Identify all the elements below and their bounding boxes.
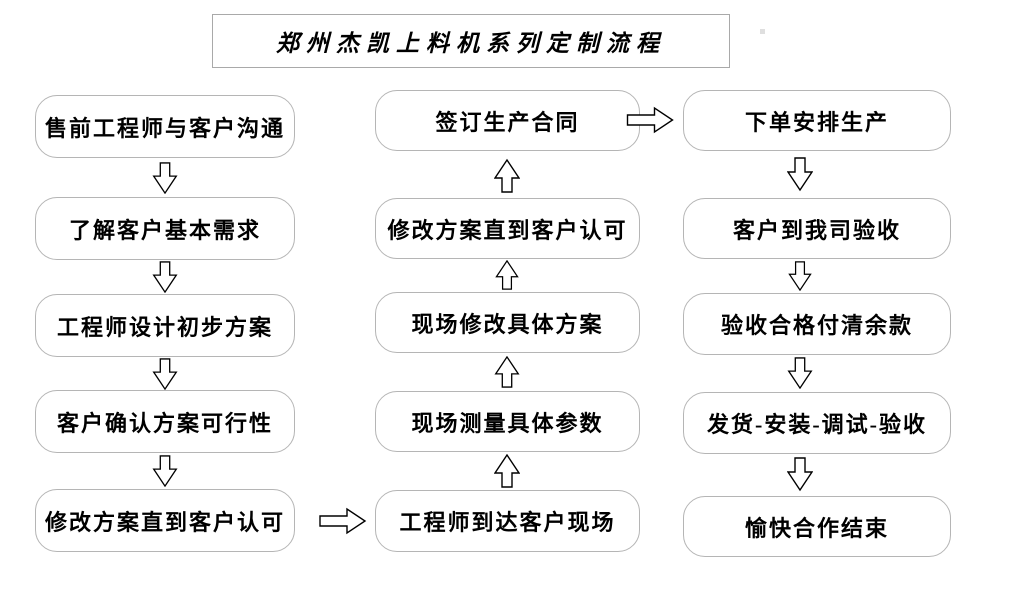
down-arrow-icon: [152, 162, 178, 194]
up-arrow-icon: [494, 157, 520, 195]
flow-step-ship-install-debug-accept: 发货-安装-调试-验收: [683, 392, 951, 454]
flowchart-title-box: 郑州杰凯上料机系列定制流程: [212, 14, 730, 68]
flow-step-initial-design: 工程师设计初步方案: [35, 294, 295, 357]
stray-dot-artifact: [760, 29, 765, 34]
flow-step-onsite-measure-params: 现场测量具体参数: [375, 391, 640, 452]
flowchart-title: 郑州杰凯上料机系列定制流程: [276, 31, 666, 56]
flow-step-engineer-arrives-site: 工程师到达客户现场: [375, 490, 640, 552]
up-arrow-icon: [494, 454, 520, 488]
flow-step-revise-until-approved-1: 修改方案直到客户认可: [35, 489, 295, 552]
up-arrow-icon: [494, 356, 520, 388]
flow-step-sign-contract: 签订生产合同: [375, 90, 640, 151]
down-arrow-icon: [787, 456, 813, 492]
flow-step-understand-needs: 了解客户基本需求: [35, 197, 295, 260]
flow-step-pay-balance: 验收合格付清余款: [683, 293, 951, 355]
down-arrow-icon: [787, 357, 813, 389]
flow-step-happy-cooperation-end: 愉快合作结束: [683, 496, 951, 557]
down-arrow-icon: [152, 261, 178, 293]
flow-step-onsite-revise-plan: 现场修改具体方案: [375, 292, 640, 353]
down-arrow-icon: [152, 358, 178, 390]
flow-step-revise-until-approved-2: 修改方案直到客户认可: [375, 198, 640, 259]
flow-step-confirm-feasibility: 客户确认方案可行性: [35, 390, 295, 453]
up-arrow-icon: [494, 260, 520, 290]
down-arrow-icon: [787, 261, 813, 291]
down-arrow-icon: [152, 455, 178, 487]
flow-step-customer-inspection: 客户到我司验收: [683, 198, 951, 259]
right-arrow-icon: [318, 506, 368, 536]
flow-step-order-production: 下单安排生产: [683, 90, 951, 151]
down-arrow-icon: [787, 155, 813, 193]
right-arrow-icon: [623, 105, 678, 135]
flow-step-presale-communication: 售前工程师与客户沟通: [35, 95, 295, 158]
